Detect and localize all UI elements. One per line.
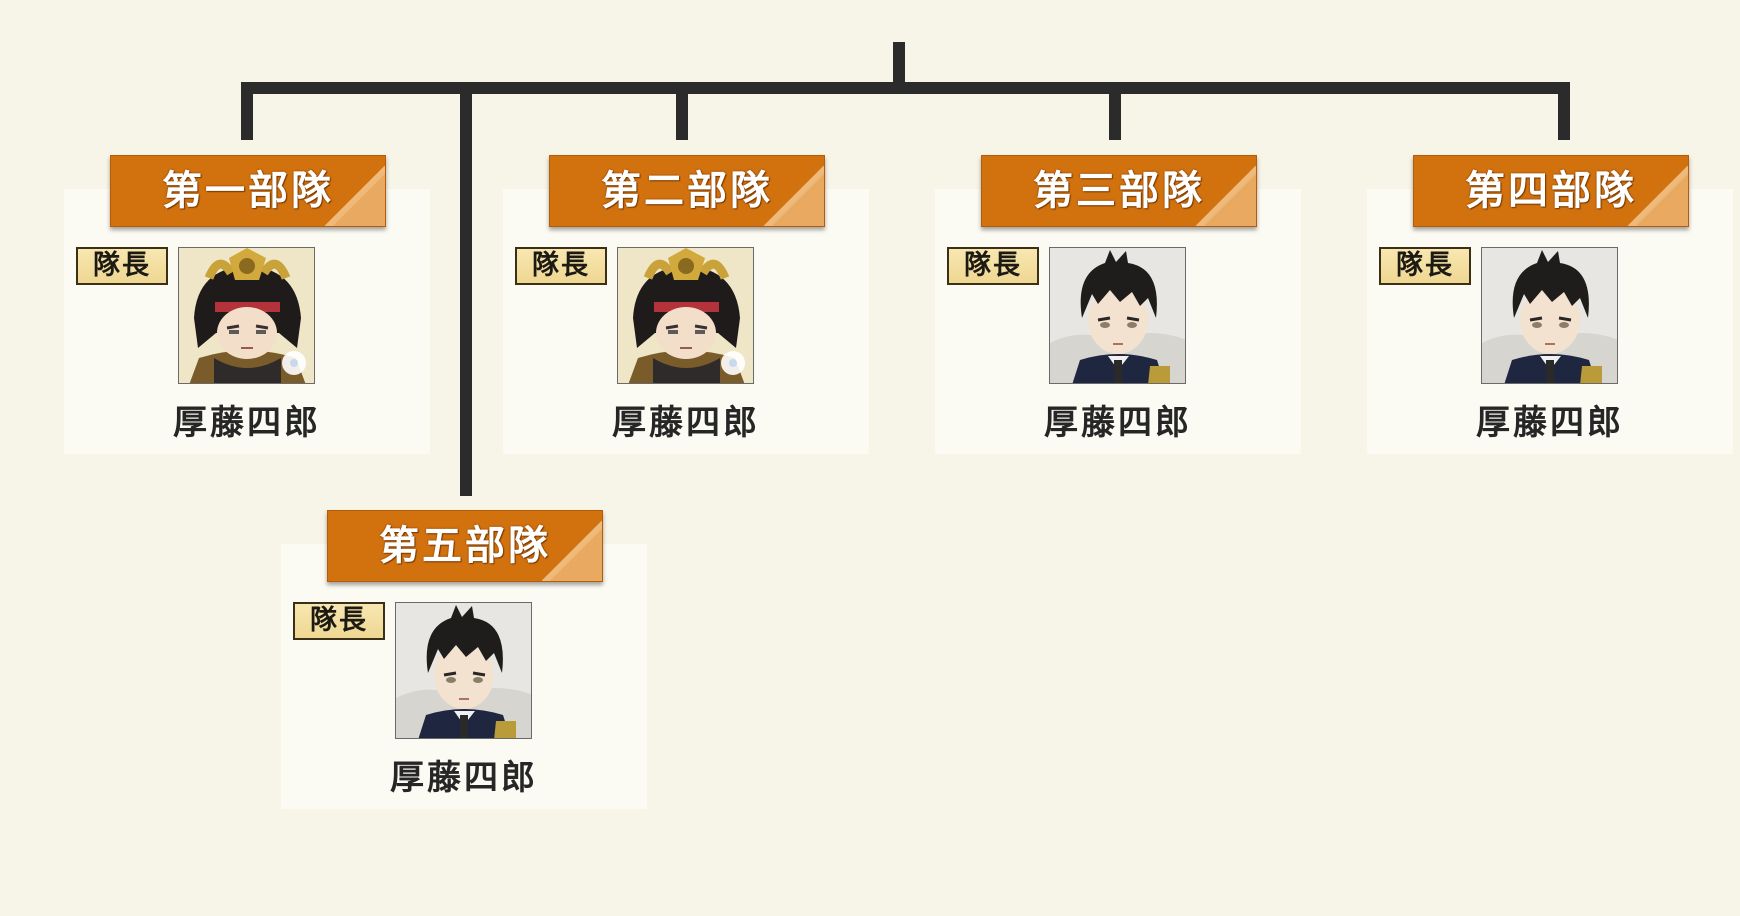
armored-samurai-helmet-portrait[interactable] [178,247,315,384]
unit-title: 第三部隊 [1033,167,1205,214]
branch-line-unit-5 [460,94,472,496]
captain-name: 厚藤四郎 [390,758,538,798]
captain-badge: 隊長 [76,247,168,285]
captain-name: 厚藤四郎 [173,403,321,443]
unit-header[interactable]: 第四部隊 [1413,155,1689,227]
unit-header[interactable]: 第一部隊 [110,155,386,227]
tree-horizontal-line [241,82,1570,94]
captain-badge: 隊長 [293,602,385,640]
branch-line-unit-2 [676,82,688,140]
unit-title: 第二部隊 [601,167,773,214]
captain-name: 厚藤四郎 [612,403,760,443]
captain-badge: 隊長 [947,247,1039,285]
unit-card-1[interactable]: 第一部隊 隊長 厚藤四郎 [64,155,430,454]
captain-badge: 隊長 [515,247,607,285]
black-hair-uniform-portrait[interactable] [395,602,532,739]
black-hair-uniform-portrait[interactable] [1049,247,1186,384]
unit-title: 第五部隊 [379,522,551,569]
branch-line-unit-3 [1109,82,1121,140]
unit-card-5[interactable]: 第五部隊 隊長 厚藤四郎 [281,510,647,809]
branch-line-unit-4 [1558,82,1570,140]
unit-header[interactable]: 第二部隊 [549,155,825,227]
captain-name: 厚藤四郎 [1476,403,1624,443]
armored-samurai-helmet-portrait[interactable] [617,247,754,384]
unit-header[interactable]: 第五部隊 [327,510,603,582]
unit-header[interactable]: 第三部隊 [981,155,1257,227]
captain-badge: 隊長 [1379,247,1471,285]
captain-name: 厚藤四郎 [1044,403,1192,443]
unit-card-3[interactable]: 第三部隊 隊長 厚藤四郎 [935,155,1301,454]
unit-card-2[interactable]: 第二部隊 隊長 厚藤四郎 [503,155,869,454]
tree-root-line [893,42,905,88]
unit-title: 第一部隊 [162,167,334,214]
unit-title: 第四部隊 [1465,167,1637,214]
branch-line-unit-1 [241,82,253,140]
black-hair-uniform-portrait[interactable] [1481,247,1618,384]
unit-card-4[interactable]: 第四部隊 隊長 厚藤四郎 [1367,155,1733,454]
